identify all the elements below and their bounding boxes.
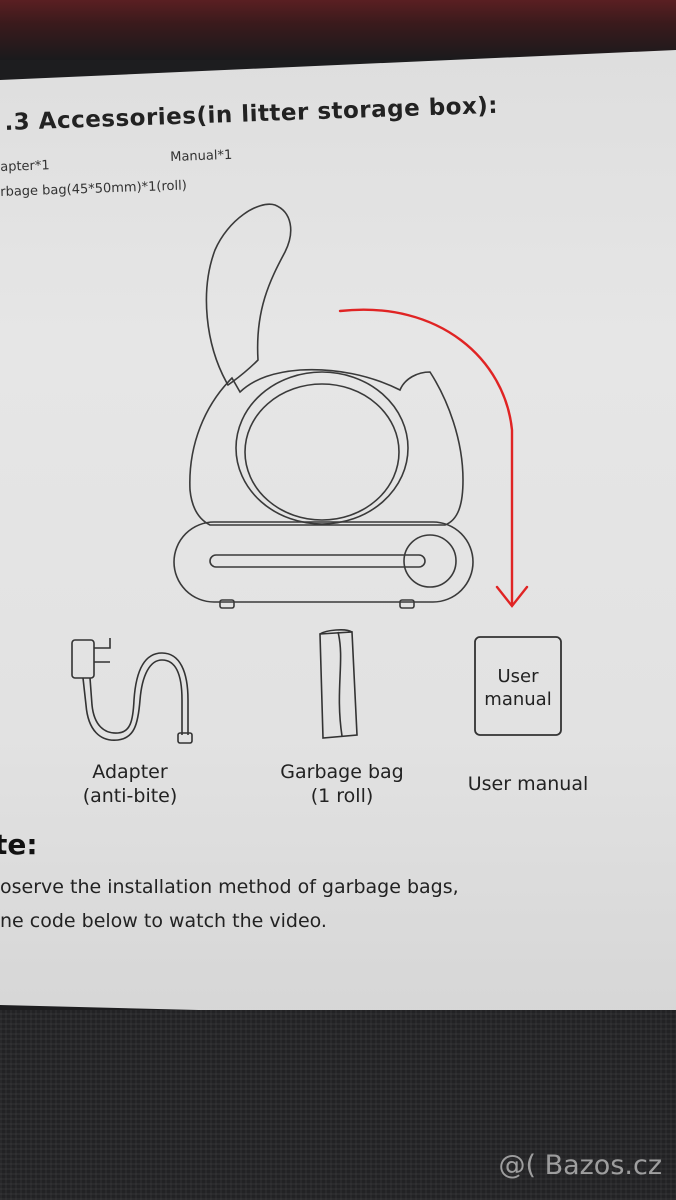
note-line-2: ne code below to watch the video. — [0, 910, 327, 932]
note-title: te: — [0, 828, 38, 861]
manual-page — [0, 50, 676, 1022]
adapter-label-line1: Adapter — [92, 761, 168, 783]
adapter-label: Adapter (anti-bite) — [60, 760, 200, 808]
litter-box-illustration — [173, 203, 474, 609]
table-mat — [0, 1010, 676, 1200]
garbage-bag-roll-icon — [319, 629, 358, 739]
user-manual-booklet-icon — [474, 636, 562, 736]
garbage-bag-label: Garbage bag (1 roll) — [262, 760, 422, 808]
adapter-icon — [71, 638, 193, 744]
garbage-bag-label-line1: Garbage bag — [280, 761, 404, 783]
red-arrow-icon — [338, 308, 529, 608]
bazos-watermark: @( Bazos.cz — [498, 1150, 662, 1181]
user-manual-label: User manual — [448, 772, 608, 796]
user-manual-label-line1: User manual — [467, 773, 589, 795]
background-top — [0, 0, 676, 60]
note-line-1: oserve the installation method of garbag… — [0, 876, 459, 898]
adapter-label-line2: (anti-bite) — [82, 785, 178, 807]
manual-box-line2: manual — [484, 689, 551, 710]
manual-box-line1: User — [497, 666, 539, 687]
garbage-bag-label-line2: (1 roll) — [310, 785, 374, 807]
